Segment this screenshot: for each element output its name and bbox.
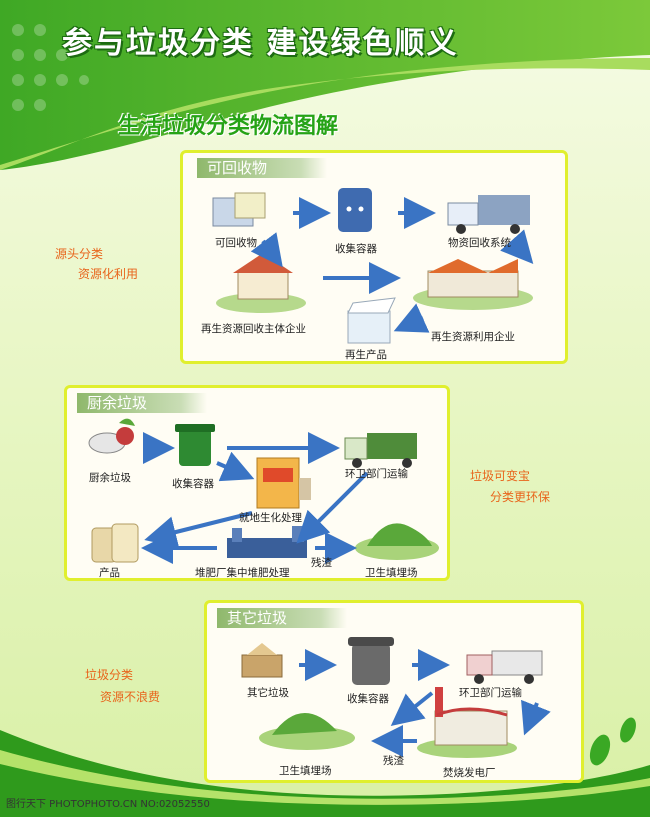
header-banner [0,0,650,170]
compost-plant-icon [227,526,307,558]
slogan-2a: 垃圾可变宝 [470,469,531,483]
label-sanitation-transport: 环卫部门运输 [345,468,408,480]
panel-other-tab: 其它垃圾 [217,608,347,628]
bottom-swoosh [0,717,650,817]
recyclable-diagram [212,188,534,344]
panel-other: 其它垃圾 其它垃圾 收集容器 环卫部门运输 卫生填埋场 残渣 焚烧发电厂 [204,600,584,783]
trash-pile-icon [241,643,283,678]
label-compost-plant: 堆肥厂集中堆肥处理 [195,567,290,579]
slogan-3a: 垃圾分类 [85,668,134,682]
kitchen-diagram [88,418,439,564]
bio-machine-icon [256,457,311,509]
label-collection-bin: 收集容器 [172,478,214,490]
slogan-1b: 资源化利用 [78,267,139,281]
label-collection-bin: 收集容器 [335,243,377,255]
page-subtitle: 生活垃圾分类物流图解 [118,114,339,139]
food-waste-icon [88,418,135,454]
slogan-2b: 分类更环保 [490,490,551,504]
slogan-3b: 资源不浪费 [100,690,161,704]
truck-icon [344,433,417,468]
green-bin-icon [175,424,215,466]
label-kitchen-waste: 厨余垃圾 [89,472,131,484]
gray-bin-icon [348,637,394,685]
label-residue: 残渣 [311,557,332,569]
recycle-bin-icon [338,188,372,232]
watermark-footer: 图行天下 PHOTOPHOTO.CN NO:02052550 [6,799,210,810]
box-stack-icon [212,192,266,227]
landfill-icon [355,523,439,560]
label-recycled-products: 再生产品 [345,349,387,361]
label-other-waste: 其它垃圾 [247,687,289,699]
sack-icon [91,523,139,563]
panel-recyclable-tab: 可回收物 [197,158,327,178]
slogan-1a: 源头分类 [55,247,104,261]
label-recovery-system: 物资回收系统 [448,237,511,249]
power-plant-icon [417,687,517,758]
factory-icon [413,259,533,310]
label-recyclables: 可回收物 [215,237,257,249]
page-title: 参与垃圾分类 建设绿色顺义 [62,26,459,61]
label-residue: 残渣 [383,755,404,767]
label-recycling-company: 再生资源回收主体企业 [201,323,306,335]
house-icon [216,253,306,313]
label-landfill: 卫生填埋场 [279,765,332,777]
label-incineration-plant: 焚烧发电厂 [443,767,496,779]
other-diagram [241,637,551,758]
panel-recyclable: 可回收物 可回收物 收集容器 物资回收系统 再生资源回收主体企业 再生资源利用企… [180,150,568,364]
label-utilization-company: 再生资源利用企业 [431,331,515,343]
landfill-icon [259,712,355,750]
truck-icon [466,650,543,684]
label-onsite-treatment: 就地生化处理 [239,512,302,524]
label-collection-bin: 收集容器 [347,693,389,705]
label-sanitation-transport: 环卫部门运输 [459,687,522,699]
truck-icon [447,195,530,234]
label-product: 产品 [99,567,120,579]
panel-kitchen: 厨余垃圾 厨余垃圾 收集容器 环卫部门运输 就地生化处理 产品 堆肥厂集中堆肥处… [64,385,450,581]
panel-kitchen-tab: 厨余垃圾 [77,393,207,413]
label-landfill: 卫生填埋场 [365,567,418,579]
paper-stack-icon [347,297,396,344]
